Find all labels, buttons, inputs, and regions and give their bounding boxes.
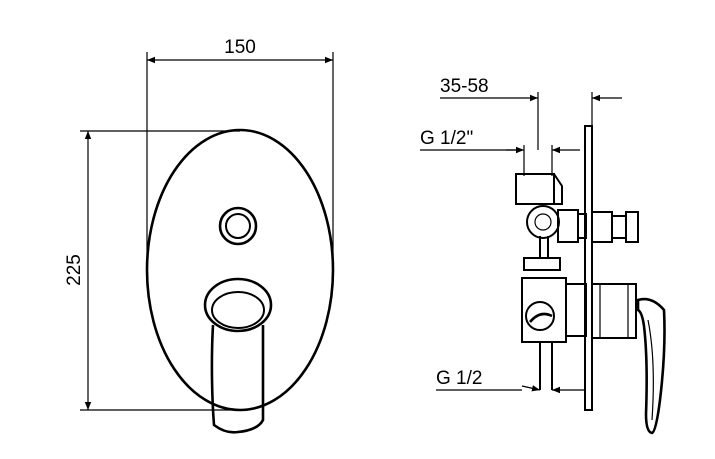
dimension-thread-top-label: G 1/2": [420, 128, 473, 149]
dimension-thread-bottom-label: G 1/2: [436, 368, 482, 389]
dimension-height: 225: [64, 130, 240, 411]
front-view: 150 225: [64, 37, 335, 434]
diverter-assembly: [515, 173, 639, 271]
dimension-thread-bottom: G 1/2: [436, 368, 585, 394]
wall-plate: [584, 125, 593, 411]
dimension-height-label: 225: [64, 254, 85, 286]
dimension-thread-top: G 1/2": [420, 128, 580, 176]
cover-plate: [145, 128, 335, 412]
side-view: 35-58 G 1/2" G 1/2: [420, 76, 666, 435]
lever-handle: [203, 277, 273, 434]
mixer-body: [521, 277, 637, 390]
dimension-depth: 35-58: [440, 76, 622, 150]
dimension-width-label: 150: [224, 37, 256, 58]
diverter-button: [218, 206, 258, 246]
lever-side: [636, 297, 666, 435]
dimension-depth-label: 35-58: [440, 76, 489, 97]
dimension-width: 150: [146, 37, 334, 255]
